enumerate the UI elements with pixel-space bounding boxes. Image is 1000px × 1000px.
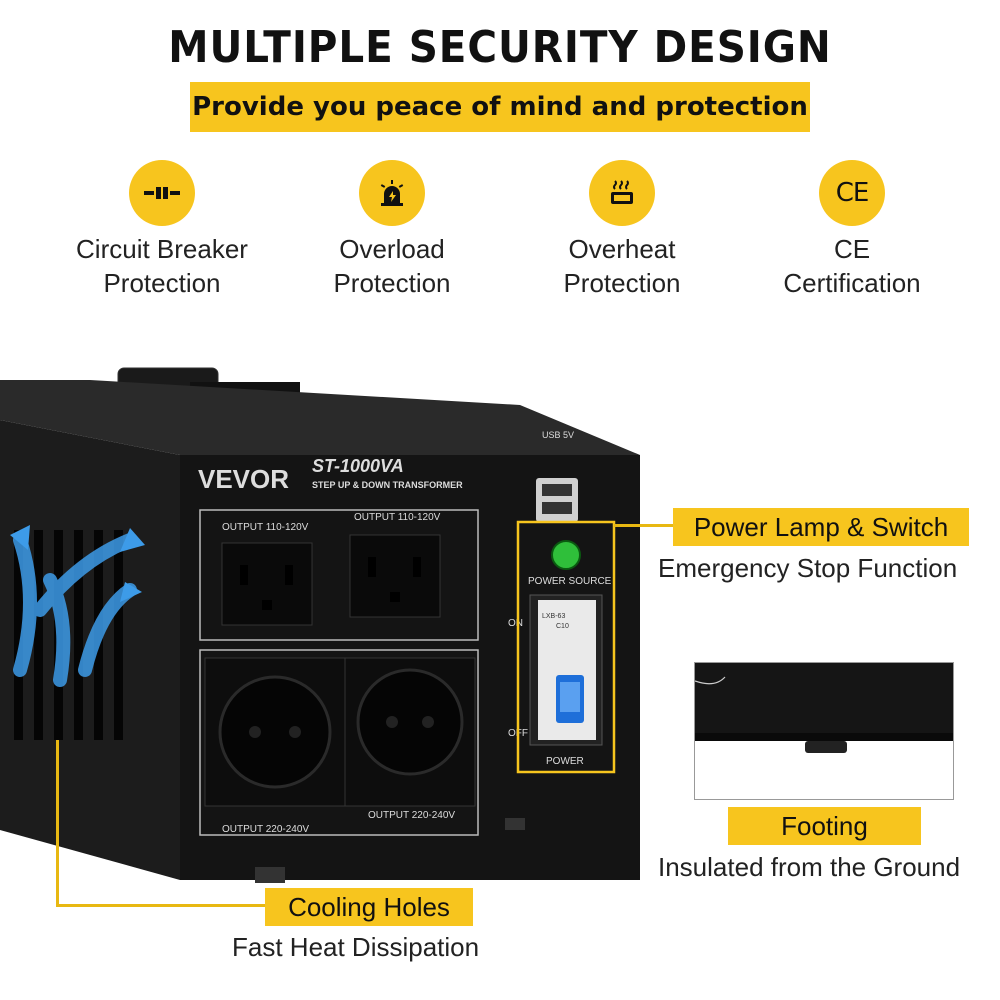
breaker-model: LXB-63 — [542, 613, 565, 620]
power-lamp-caption: Emergency Stop Function — [658, 553, 958, 583]
model-name: ST-1000VA — [312, 456, 404, 476]
cooling-holes-label: Cooling Holes — [265, 888, 473, 926]
feature-label: Protection — [103, 268, 221, 298]
us-output-label: OUTPUT 110-120V — [222, 522, 309, 533]
overheat-icon — [589, 160, 655, 226]
feature-ce: CE CE Certification — [737, 160, 967, 300]
feature-label: Protection — [563, 268, 681, 298]
feature-label: Overheat — [568, 234, 676, 264]
feature-label: Certification — [783, 268, 921, 298]
footing-caption: Insulated from the Ground — [658, 852, 961, 882]
breaker-rating: C10 — [556, 623, 569, 630]
us-outlet — [221, 542, 313, 626]
eu-outlet — [344, 657, 476, 807]
feature-label: Circuit Breaker — [76, 234, 248, 264]
power-lamp-label: Power Lamp & Switch — [673, 508, 969, 546]
power-lamp — [551, 540, 581, 570]
ce-mark-icon: CE — [819, 160, 885, 226]
eu-output-label: OUTPUT 220-240V — [368, 810, 455, 821]
callout-line — [56, 740, 59, 906]
eu-outlet — [204, 657, 346, 807]
callout-line — [56, 904, 266, 907]
power-label: POWER — [546, 756, 584, 767]
page-title: MULTIPLE SECURITY DESIGN — [168, 22, 832, 73]
us-outlet — [349, 534, 441, 618]
model-subtitle: STEP UP & DOWN TRANSFORMER — [312, 480, 463, 490]
overload-alarm-icon — [359, 160, 425, 226]
usb-label: USB 5V — [542, 430, 574, 440]
cooling-holes-caption: Fast Heat Dissipation — [232, 932, 480, 962]
feature-label: Protection — [333, 268, 451, 298]
brand-logo: VEVOR — [198, 464, 289, 494]
page-subtitle: Provide you peace of mind and protection — [190, 82, 810, 132]
eu-output-label: OUTPUT 220-240V — [222, 824, 309, 835]
footing-photo — [695, 663, 953, 753]
feature-label: CE — [833, 234, 871, 264]
us-output-label: OUTPUT 110-120V — [354, 512, 441, 523]
power-source-label: POWER SOURCE — [528, 576, 612, 587]
on-label: ON — [508, 618, 523, 629]
callout-line — [614, 524, 674, 527]
power-callout-frame — [516, 520, 616, 774]
feature-label: Overload — [339, 234, 445, 264]
footing-inset — [694, 662, 954, 800]
footing-label: Footing — [728, 807, 921, 845]
circuit-breaker-icon — [129, 160, 195, 226]
transformer-device: VEVOR ST-1000VA STEP UP & DOWN TRANSFORM… — [0, 367, 640, 883]
